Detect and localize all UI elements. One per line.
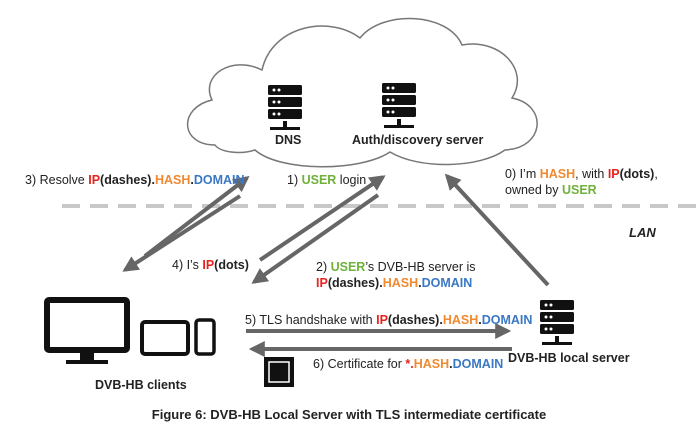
step2-line2: IP(dashes).HASH.DOMAIN: [316, 276, 473, 290]
arrow-step1: [258, 175, 386, 262]
phone-icon: [194, 318, 216, 356]
local-server-label: DVB-HB local server: [508, 351, 630, 365]
figure-caption: Figure 6: DVB-HB Local Server with TLS i…: [151, 407, 547, 422]
step5-label: 5) TLS handshake with IP(dashes).HASH.DO…: [245, 313, 533, 327]
monitor-icon: [44, 297, 130, 364]
tablet-icon: [140, 320, 190, 356]
step2-line1: 2) USER’s DVB-HB server is: [316, 260, 476, 274]
arrow-step0: [444, 173, 550, 287]
step1-label: 1) USER login: [287, 173, 367, 187]
clients-label: DVB-HB clients: [95, 378, 187, 392]
certificate-icon: [264, 357, 294, 387]
step0-line1: 0) I’m HASH, with IP(dots),: [505, 167, 658, 181]
lan-label: LAN: [629, 225, 656, 240]
auth-server-label: Auth/discovery server: [352, 133, 484, 147]
dns-label: DNS: [275, 133, 302, 147]
step3-label: 3) Resolve IP(dashes).HASH.DOMAIN: [25, 173, 245, 187]
arrow-step4: [122, 194, 242, 272]
arrow-step3: [143, 176, 250, 258]
step6-label: 6) Certificate for *.HASH.DOMAIN: [313, 357, 504, 371]
local-server-icon: [540, 300, 574, 345]
step0-line2: owned by USER: [505, 183, 597, 197]
arrow-step2: [251, 193, 380, 284]
step4-label: 4) I’s IP(dots): [172, 258, 249, 272]
